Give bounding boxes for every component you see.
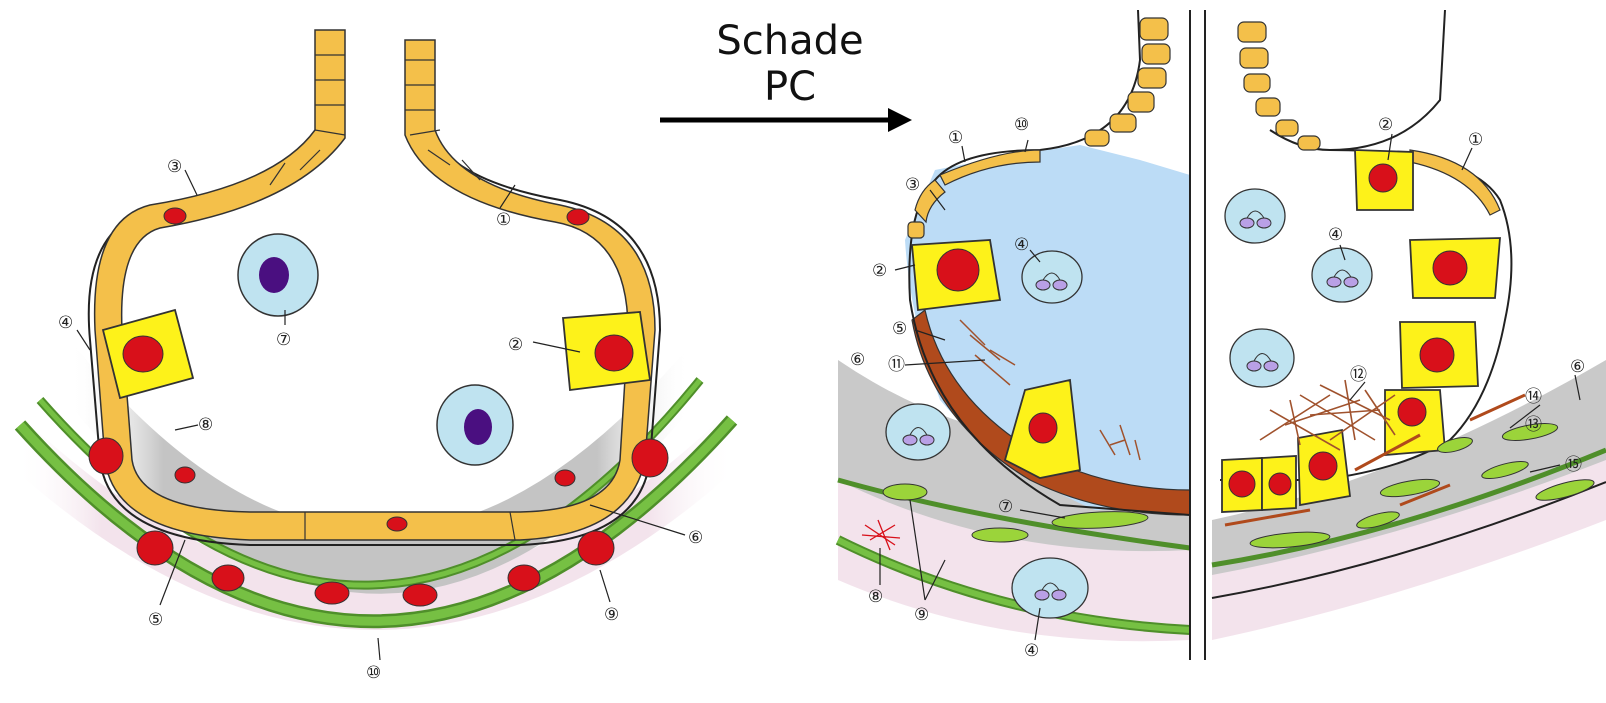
left-label-1: ① <box>496 210 511 230</box>
left-label-2: ② <box>508 335 523 355</box>
transition-arrow <box>660 108 912 132</box>
middle-neutrophil-alveolar <box>1022 251 1082 303</box>
middle-type2-cell <box>912 240 1000 310</box>
middle-label-4b: ④ <box>1024 641 1039 661</box>
middle-label-2: ② <box>872 261 887 281</box>
left-label-3: ③ <box>167 157 182 177</box>
left-label-6: ⑥ <box>688 528 703 548</box>
right-panel-proliferative: ② ① ④ ⑫ ⑥ ⑭ ⑬ ⑮ <box>1212 10 1606 640</box>
right-label-14: ⑭ <box>1525 387 1542 407</box>
left-label-7: ⑦ <box>276 330 291 350</box>
right-label-1: ① <box>1468 130 1483 150</box>
right-label-15: ⑮ <box>1565 455 1582 475</box>
middle-label-7: ⑦ <box>998 497 1013 517</box>
right-neutrophils <box>1225 189 1372 387</box>
left-label-9: ⑨ <box>604 605 619 625</box>
left-label-4: ④ <box>58 313 73 333</box>
right-label-4: ④ <box>1328 225 1343 245</box>
right-label-6: ⑥ <box>1570 357 1585 377</box>
middle-label-1: ① <box>948 128 963 148</box>
right-label-13: ⑬ <box>1525 415 1542 435</box>
middle-label-9: ⑨ <box>914 605 929 625</box>
middle-label-6: ⑥ <box>850 350 865 370</box>
left-macrophage-1 <box>238 234 318 316</box>
panel-divider <box>1190 10 1205 660</box>
left-panel-healthy-alveolus: ③ ① ② ④ ⑦ ⑧ ⑥ ⑤ ⑨ ⑩ <box>15 30 735 683</box>
middle-label-10: ⑩ <box>1014 115 1029 135</box>
middle-neutrophil-capillary <box>1012 558 1088 618</box>
middle-label-8: ⑧ <box>868 587 883 607</box>
middle-neutrophil-interstitial <box>886 404 950 460</box>
middle-label-5: ⑤ <box>892 319 907 339</box>
middle-label-4a: ④ <box>1014 235 1029 255</box>
right-label-2: ② <box>1378 115 1393 135</box>
left-label-5: ⑤ <box>148 610 163 630</box>
right-label-12: ⑫ <box>1350 365 1367 385</box>
arrow-label-pc: PC <box>700 64 880 110</box>
middle-label-3: ③ <box>905 175 920 195</box>
left-label-8: ⑧ <box>198 415 213 435</box>
middle-panel-exudative: ① ⑩ ③ ② ④ ⑤ ⑥ ⑪ ⑦ ⑧ ⑨ ④ <box>838 10 1190 661</box>
left-label-10: ⑩ <box>366 663 381 683</box>
middle-label-11: ⑪ <box>888 355 905 375</box>
left-macrophage-2 <box>437 385 513 465</box>
arrow-label-schade: Schade <box>700 18 880 64</box>
